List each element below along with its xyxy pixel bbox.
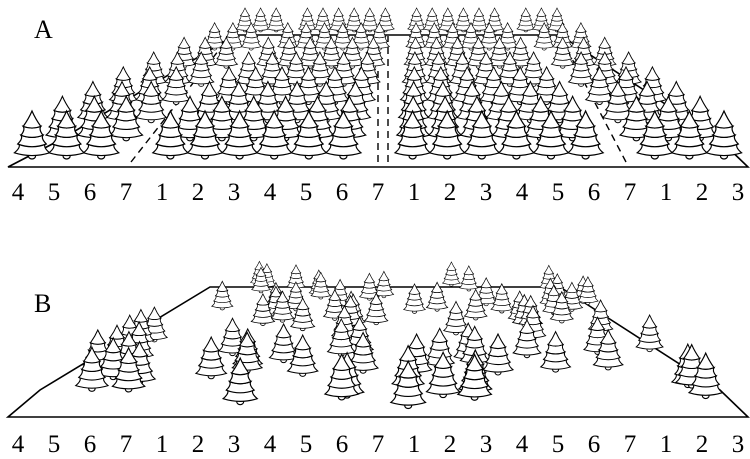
conifer-tree-icon [443,262,461,286]
conifer-tree-icon [374,271,393,297]
row-number: 4 [516,431,529,458]
row-number: 6 [336,179,349,206]
row-number: 6 [588,431,601,458]
conifer-tree-icon [491,284,512,313]
conifer-tree-icon [636,315,663,352]
row-number: 3 [228,179,241,206]
conifer-tree-icon [162,67,190,105]
row-number: 5 [300,179,313,206]
row-number: 6 [84,179,97,206]
row-number: 2 [444,179,457,206]
row-number: 5 [48,179,61,206]
row-number: 4 [12,431,25,458]
panel-label: B [34,289,51,318]
row-number: 3 [732,431,745,458]
row-number: 3 [480,431,493,458]
row-number: 5 [552,179,565,206]
row-number: 4 [516,179,529,206]
row-number: 7 [372,179,385,206]
row-number: 7 [624,179,637,206]
row-number: 1 [408,179,421,206]
row-number: 3 [228,431,241,458]
conifer-tree-icon [136,82,166,123]
row-number: 1 [660,179,673,206]
trees-irregular [76,261,723,408]
row-number: 1 [156,179,169,206]
row-number: 4 [264,431,277,458]
row-number: 1 [660,431,673,458]
row-number: 7 [120,179,133,206]
conifer-tree-icon [404,284,426,313]
row-number: 5 [552,431,565,458]
row-number: 1 [408,431,421,458]
row-number: 2 [444,431,457,458]
row-number: 4 [12,179,25,206]
conifer-tree-icon [517,8,535,32]
row-number: 5 [300,431,313,458]
conifer-tree-icon [541,332,571,372]
row-number: 7 [372,431,385,458]
conifer-tree-icon [14,111,49,159]
row-number: 3 [732,179,745,206]
row-number: 5 [48,431,61,458]
row-number: 1 [156,431,169,458]
conifer-tree-icon [267,8,285,32]
row-number: 7 [120,431,133,458]
panel-label: A [34,15,53,44]
row-number: 6 [588,179,601,206]
row-number: 6 [336,431,349,458]
conifer-tree-icon [483,334,513,375]
conifer-tree-icon [460,266,478,291]
row-number: 2 [192,179,205,206]
row-number: 2 [192,431,205,458]
row-number: 2 [696,431,709,458]
row-number: 3 [480,179,493,206]
row-number: 2 [696,179,709,206]
row-number: 6 [84,431,97,458]
conifer-tree-icon [212,281,233,310]
row-number: 4 [264,179,277,206]
row-number: 7 [624,431,637,458]
